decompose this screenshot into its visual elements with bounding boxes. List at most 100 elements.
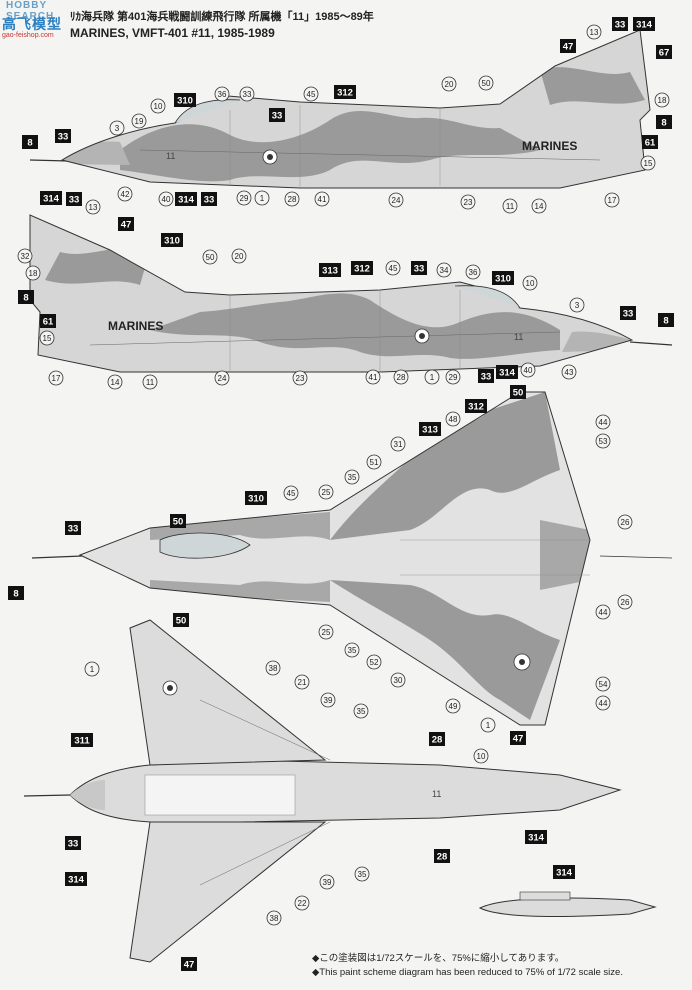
left-side-decal-circle-label: 42: [117, 186, 133, 202]
bottom-paint-box-label: 47: [181, 957, 197, 971]
left-side-decal-circle-label: 1: [254, 190, 270, 206]
svg-text:312: 312: [354, 264, 370, 275]
svg-text:47: 47: [121, 220, 132, 231]
svg-text:13: 13: [590, 28, 599, 37]
right-side-decal-circle-label: 28: [393, 369, 409, 385]
svg-text:45: 45: [307, 90, 316, 99]
right-side-paint-box-label: 33: [620, 306, 636, 320]
svg-text:50: 50: [173, 517, 184, 528]
right-side-decal-circle-label: 13: [85, 199, 101, 215]
svg-text:21: 21: [298, 678, 307, 687]
svg-text:23: 23: [296, 374, 305, 383]
bottom-decal-circle-label: 22: [294, 895, 310, 911]
svg-text:310: 310: [248, 494, 264, 505]
svg-text:33: 33: [414, 264, 425, 275]
svg-text:67: 67: [659, 48, 670, 59]
svg-text:53: 53: [599, 437, 608, 446]
left-side-decal-circle-label: 11: [502, 198, 518, 214]
svg-text:33: 33: [243, 90, 252, 99]
svg-text:3: 3: [115, 124, 120, 133]
svg-text:15: 15: [644, 159, 653, 168]
svg-text:35: 35: [348, 646, 357, 655]
svg-text:8: 8: [13, 589, 18, 600]
svg-text:50: 50: [482, 79, 491, 88]
bottom-paint-box-label: 28: [429, 732, 445, 746]
svg-text:20: 20: [445, 80, 454, 89]
svg-text:25: 25: [322, 628, 331, 637]
top-decal-circle-label: 35: [344, 469, 360, 485]
left-side-decal-circle-label: 17: [604, 192, 620, 208]
left-side-paint-box-label: 8: [656, 115, 672, 129]
svg-text:38: 38: [270, 914, 279, 923]
svg-text:41: 41: [318, 195, 327, 204]
svg-text:51: 51: [370, 458, 379, 467]
svg-text:20: 20: [235, 252, 244, 261]
right-side-decal-circle-label: 1: [424, 369, 440, 385]
top-decal-circle-label: 1: [480, 717, 496, 733]
top-decal-circle-label: 52: [366, 654, 382, 670]
right-side-paint-box-label: 314: [496, 365, 518, 379]
svg-text:14: 14: [111, 378, 120, 387]
right-side-decal-circle-label: 17: [48, 370, 64, 386]
svg-text:314: 314: [43, 194, 60, 205]
svg-text:17: 17: [608, 196, 617, 205]
top-paint-box-label: 310: [245, 491, 267, 505]
scale-note-english: ◆This paint scheme diagram has been redu…: [312, 967, 623, 978]
watermark-brand: 高飞模型: [2, 16, 62, 32]
svg-text:313: 313: [322, 266, 338, 277]
left-side-paint-box-label: 314: [633, 17, 655, 31]
right-side-decal-circle-label: 45: [385, 260, 401, 276]
left-side-decal-circle-label: 40: [158, 191, 174, 207]
top-decal-circle-label: 44: [595, 414, 611, 430]
left-marines-text: MARINES: [522, 139, 577, 153]
left-side-paint-box-label: 8: [22, 135, 38, 149]
top-decal-circle-label: 48: [445, 411, 461, 427]
svg-text:8: 8: [23, 293, 28, 304]
bottom-paint-box-label: 50: [173, 613, 189, 627]
bottom-paint-box-label: 33: [65, 836, 81, 850]
bottom-decal-circle-label: 10: [473, 748, 489, 764]
left-side-paint-box-label: 33: [269, 108, 285, 122]
top-decal-circle-label: 53: [595, 433, 611, 449]
top-decal-circle-label: 51: [366, 454, 382, 470]
svg-text:35: 35: [358, 870, 367, 879]
svg-text:312: 312: [337, 88, 353, 99]
right-side-decal-circle-label: 29: [445, 369, 461, 385]
svg-text:310: 310: [495, 274, 511, 285]
left-side-decal-circle-label: 24: [388, 192, 404, 208]
right-side-paint-box-label: 61: [40, 314, 56, 328]
bottom-decal-circle-label: 38: [265, 660, 281, 676]
left-side-decal-circle-label: 18: [654, 92, 670, 108]
svg-text:1: 1: [260, 194, 265, 203]
right-side-decal-circle-label: 24: [214, 370, 230, 386]
svg-text:29: 29: [240, 194, 249, 203]
left-side-paint-box-label: 33: [55, 129, 71, 143]
svg-text:61: 61: [645, 138, 656, 149]
svg-text:311: 311: [74, 736, 90, 747]
svg-text:47: 47: [184, 960, 195, 971]
svg-text:33: 33: [481, 372, 492, 383]
svg-text:28: 28: [437, 852, 448, 863]
svg-text:314: 314: [68, 875, 85, 886]
top-paint-box-label: 8: [8, 586, 24, 600]
svg-text:47: 47: [513, 734, 524, 745]
svg-text:32: 32: [21, 252, 30, 261]
svg-text:3: 3: [575, 301, 580, 310]
svg-text:24: 24: [218, 374, 227, 383]
svg-text:13: 13: [89, 203, 98, 212]
top-paint-box-label: 33: [65, 521, 81, 535]
svg-text:33: 33: [204, 195, 215, 206]
svg-text:15: 15: [43, 334, 52, 343]
svg-text:54: 54: [599, 680, 608, 689]
left-side-paint-box-label: 67: [656, 45, 672, 59]
right-side-paint-box-label: 33: [478, 369, 494, 383]
svg-text:18: 18: [29, 269, 38, 278]
svg-text:50: 50: [206, 253, 215, 262]
right-side-paint-box-label: 47: [118, 217, 134, 231]
svg-text:61: 61: [43, 317, 54, 328]
top-paint-box-label: 47: [510, 731, 526, 745]
bottom-tail-number: 11: [432, 789, 441, 799]
